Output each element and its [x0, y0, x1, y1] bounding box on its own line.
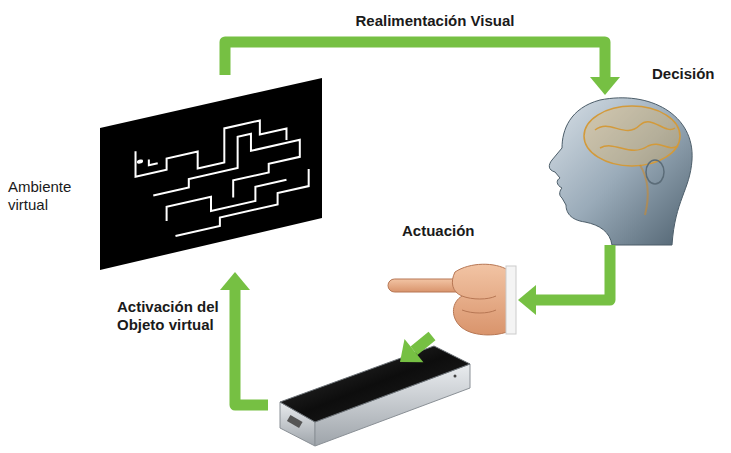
node-label: Decisión	[652, 65, 722, 83]
arrow-line	[414, 336, 432, 351]
head-illustration	[549, 98, 692, 245]
arrow-head	[518, 285, 536, 315]
arrow-head	[590, 77, 620, 95]
screen-node: Ambiente virtual	[8, 75, 325, 272]
virtual-screen	[100, 78, 322, 270]
head-node: Decisión	[540, 95, 700, 245]
hand-node: Actuación	[388, 222, 518, 336]
flow-arrow	[518, 245, 610, 315]
arrow-line	[225, 42, 605, 77]
arrow-line	[235, 290, 268, 405]
device-node	[268, 362, 472, 448]
node-label: Actuación	[402, 222, 502, 240]
flow-arrow	[225, 42, 620, 95]
sensor-device	[280, 346, 470, 446]
edge-label: Realimentación Visual	[318, 12, 552, 30]
flow-arrow	[400, 336, 432, 362]
arrow-head	[400, 339, 423, 362]
flow-arrow	[220, 272, 268, 405]
arrow-line	[536, 245, 610, 300]
arrow-head	[220, 272, 250, 290]
edge-label: Activación del Objeto virtual	[115, 298, 227, 334]
node-label: Ambiente virtual	[8, 178, 90, 214]
hand-illustration	[388, 264, 516, 335]
